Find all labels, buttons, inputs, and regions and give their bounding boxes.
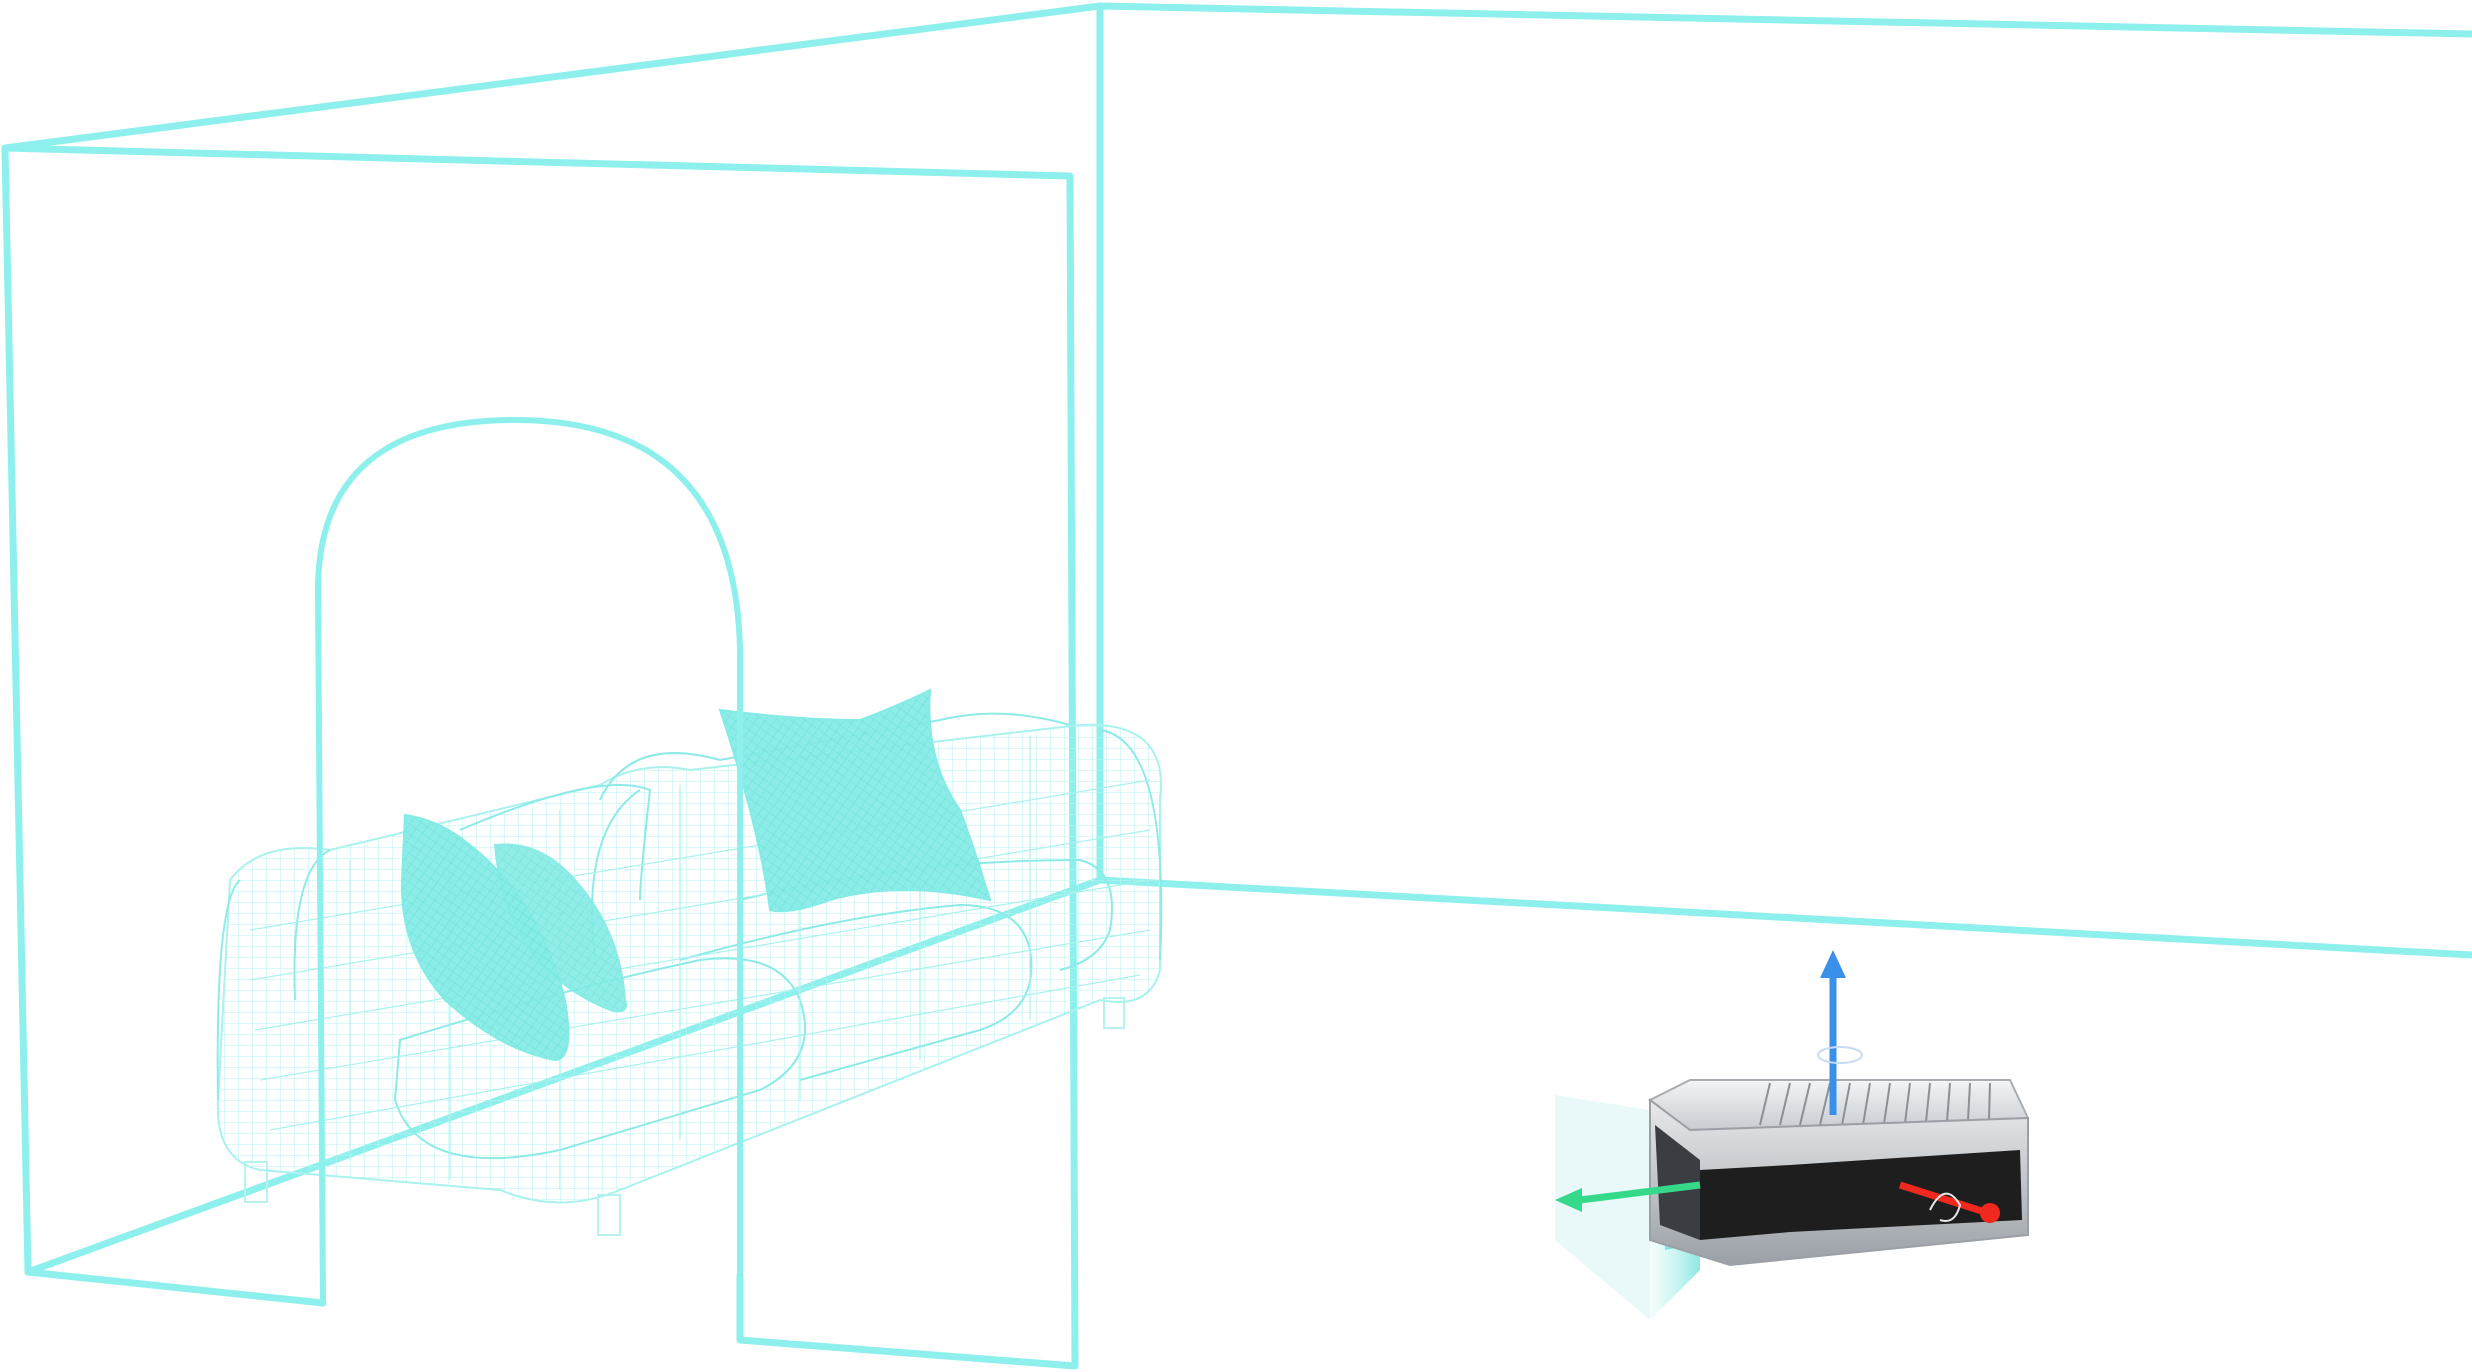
pillow-left <box>400 813 570 1062</box>
sofa-pillows <box>400 688 992 1062</box>
pillow-right <box>718 688 992 913</box>
pillow-middle <box>493 843 627 1013</box>
arch-doorway <box>314 416 743 1340</box>
forward-axis-icon <box>1898 1181 1987 1216</box>
sensor-device <box>1648 1079 2030 1267</box>
sofa-wireframe <box>216 712 1163 1236</box>
vent-grille-icon <box>1759 1082 1991 1126</box>
transform-gizmo[interactable] <box>1555 950 2000 1223</box>
side-axis-icon <box>1579 1181 1701 1204</box>
